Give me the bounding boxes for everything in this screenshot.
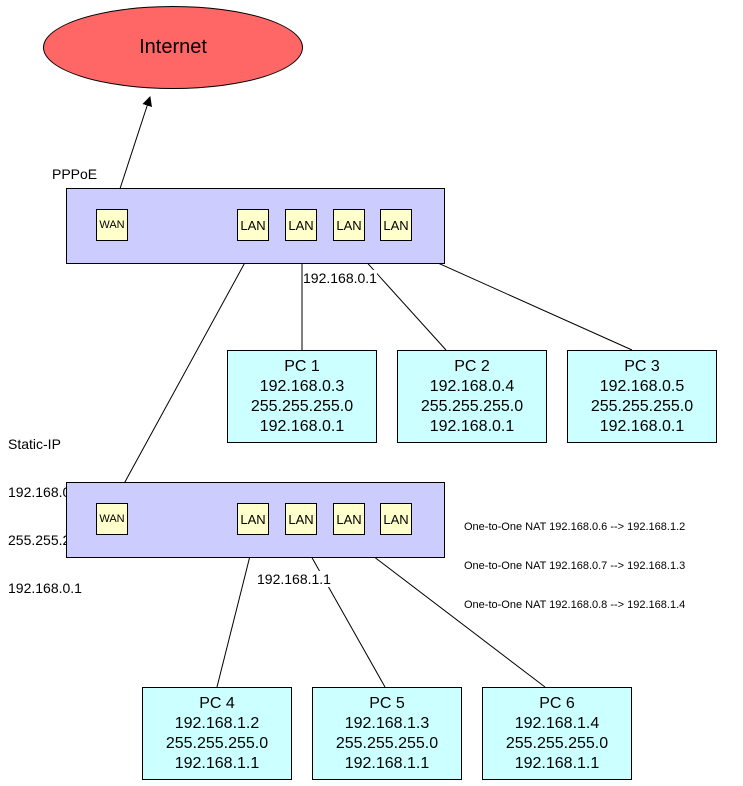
- router1-port-lan4: LAN: [380, 209, 412, 241]
- pc-name: PC 3: [624, 357, 660, 375]
- pc-5: PC 5 192.168.1.3 255.255.255.0 192.168.1…: [312, 687, 462, 780]
- pc-name: PC 4: [199, 694, 235, 712]
- router2-port-lan1: LAN: [237, 503, 269, 535]
- pc-gateway: 192.168.1.1: [514, 754, 600, 772]
- pc-ip: 192.168.0.4: [429, 377, 515, 395]
- pc-ip: 192.168.1.4: [514, 714, 600, 732]
- nat-rule: One-to-One NAT 192.168.0.6 --> 192.168.1…: [464, 521, 686, 533]
- router1-lan-ip-label: 192.168.0.1: [303, 270, 377, 286]
- link-pc4-router2: [216, 539, 257, 688]
- pc-name: PC 6: [539, 694, 575, 712]
- router2-lan-ip-label: 192.168.1.1: [257, 571, 331, 587]
- pc-mask: 255.255.255.0: [335, 734, 439, 752]
- pc-ip: 192.168.1.3: [344, 714, 430, 732]
- pc-gateway: 192.168.0.1: [429, 417, 515, 435]
- router2-port-wan: WAN: [96, 503, 128, 535]
- pc-gateway: 192.168.0.1: [599, 417, 685, 435]
- pc-name: PC 2: [454, 357, 490, 375]
- pc-gateway: 192.168.1.1: [344, 754, 430, 772]
- pc-1: PC 1 192.168.0.3 255.255.255.0 192.168.0…: [227, 350, 377, 443]
- internet-label: Internet: [139, 36, 207, 58]
- router2-port-lan2: LAN: [285, 503, 317, 535]
- pppoe-label: PPPoE: [52, 166, 98, 182]
- nat-rule: One-to-One NAT 192.168.0.8 --> 192.168.1…: [464, 599, 686, 611]
- pc-mask: 255.255.255.0: [250, 397, 354, 415]
- static-ip-gateway: 192.168.0.1: [8, 580, 82, 596]
- pc-mask: 255.255.255.0: [590, 397, 694, 415]
- pc-gateway: 192.168.0.1: [259, 417, 345, 435]
- router1-port-wan: WAN: [96, 209, 128, 241]
- nat-rules: One-to-One NAT 192.168.0.6 --> 192.168.1…: [464, 495, 685, 625]
- pc-ip: 192.168.1.2: [174, 714, 260, 732]
- pc-ip: 192.168.0.5: [599, 377, 685, 395]
- router1-port-lan1: LAN: [237, 209, 269, 241]
- pc-mask: 255.255.255.0: [420, 397, 524, 415]
- pc-gateway: 192.168.1.1: [174, 754, 260, 772]
- static-ip-address: 192.168.0.2: [8, 484, 82, 500]
- router1-port-lan2: LAN: [285, 209, 317, 241]
- nat-rule: One-to-One NAT 192.168.0.7 --> 192.168.1…: [464, 560, 686, 572]
- pc-mask: 255.255.255.0: [165, 734, 269, 752]
- pc-name: PC 1: [284, 357, 320, 375]
- router2-port-lan4: LAN: [380, 503, 412, 535]
- router1-port-lan3: LAN: [333, 209, 365, 241]
- internet-cloud: Internet: [43, 6, 303, 89]
- pc-ip: 192.168.0.3: [259, 377, 345, 395]
- pc-6: PC 6 192.168.1.4 255.255.255.0 192.168.1…: [482, 687, 632, 780]
- pc-name: PC 5: [369, 694, 405, 712]
- static-ip-title: Static-IP: [8, 436, 61, 452]
- router2-port-lan3: LAN: [333, 503, 365, 535]
- pc-mask: 255.255.255.0: [505, 734, 609, 752]
- link-pc5-router2: [301, 539, 386, 688]
- pc-2: PC 2 192.168.0.4 255.255.255.0 192.168.0…: [397, 350, 547, 443]
- pc-4: PC 4 192.168.1.2 255.255.255.0 192.168.1…: [142, 687, 292, 780]
- pc-3: PC 3 192.168.0.5 255.255.255.0 192.168.0…: [567, 350, 717, 443]
